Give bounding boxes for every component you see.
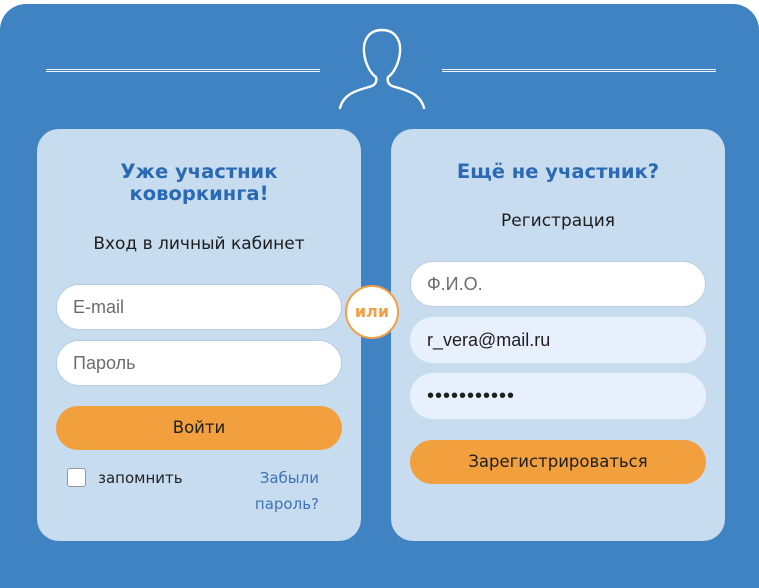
login-title-line1: Уже участник [120, 160, 278, 183]
register-password-input[interactable] [410, 373, 706, 419]
login-title: Уже участник коворкинга! [37, 161, 361, 205]
register-email-input[interactable] [410, 317, 706, 363]
forgot-password-link[interactable]: Забыли пароль? [229, 465, 319, 517]
login-button[interactable]: Войти [56, 406, 342, 450]
forgot-line2: пароль? [254, 495, 319, 513]
register-card: Ещё не участник? Регистрация Зарегистрир… [391, 129, 725, 541]
header-divider-left [46, 69, 320, 72]
remember-label: запомнить [98, 468, 183, 487]
auth-panel: Уже участник коворкинга! Вход в личный к… [0, 4, 759, 588]
login-password-input[interactable] [56, 340, 342, 386]
register-button[interactable]: Зарегистрироваться [410, 440, 706, 484]
login-subtitle: Вход в личный кабинет [93, 234, 305, 254]
login-title-line2: коворкинга! [129, 182, 269, 205]
header-divider-right [442, 69, 716, 72]
forgot-line1: Забыли [259, 469, 319, 487]
remember-checkbox[interactable] [67, 468, 86, 487]
or-divider-badge: или [345, 285, 399, 339]
register-subtitle: Регистрация [501, 211, 615, 231]
login-card: Уже участник коворкинга! Вход в личный к… [37, 129, 361, 541]
login-email-input[interactable] [56, 284, 342, 330]
register-name-input[interactable] [410, 261, 706, 307]
remember-me[interactable]: запомнить [67, 468, 183, 487]
user-silhouette-icon [338, 28, 426, 110]
register-title: Ещё не участник? [456, 160, 660, 183]
